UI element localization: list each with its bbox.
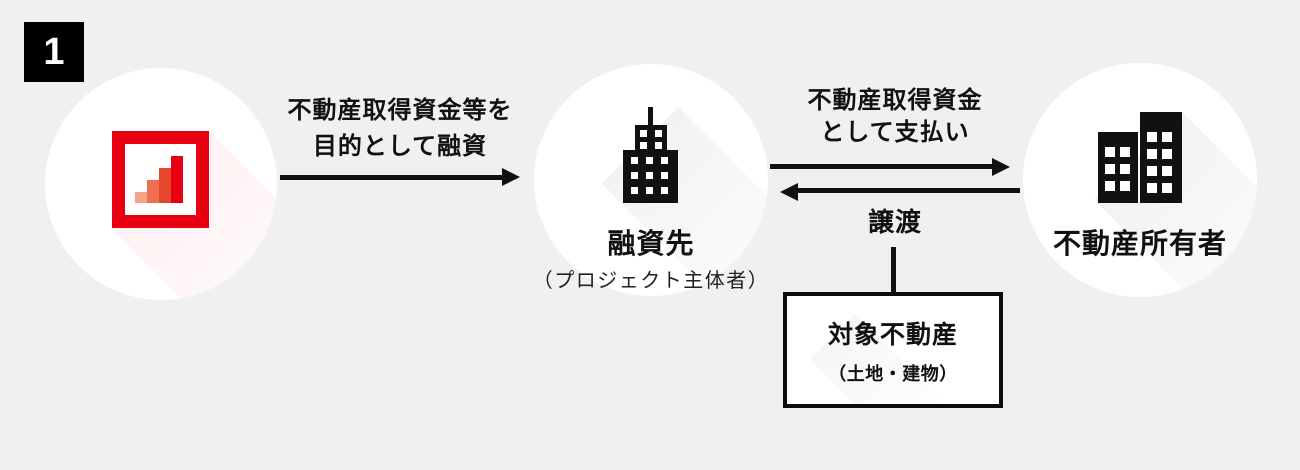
loan-arrowhead-icon <box>502 168 520 186</box>
building-base <box>623 150 678 203</box>
borrower-sublabel: （プロジェクト主体者） <box>532 270 770 292</box>
property-box: 対象不動産 （土地・建物） <box>783 292 1003 408</box>
owner-node-circle <box>1023 63 1257 297</box>
building-tower <box>635 125 667 150</box>
payment-arrow-label-line2: として支払い <box>820 119 970 146</box>
property-connector-line <box>891 247 896 293</box>
payment-arrow-label: 不動産取得資金 として支払い <box>777 85 1013 149</box>
borrower-node-circle <box>534 64 768 296</box>
payment-arrow-label-line1: 不動産取得資金 <box>807 87 983 114</box>
tall-building <box>1140 112 1182 203</box>
loan-arrow-label: 不動産取得資金等を 目的として融資 <box>282 93 518 165</box>
property-box-subtitle: （土地・建物） <box>828 363 958 384</box>
transfer-arrow-label: 譲渡 <box>867 207 922 237</box>
building-antenna <box>648 107 653 125</box>
property-box-title: 対象不動産 <box>827 320 958 349</box>
two-buildings-icon <box>1098 112 1182 203</box>
logo-bar-2 <box>147 180 159 203</box>
office-building-icon <box>623 107 678 203</box>
short-building <box>1098 132 1138 203</box>
step-number: 1 <box>43 30 65 73</box>
loan-arrow <box>280 175 504 180</box>
logo-bar-3 <box>159 168 171 203</box>
owner-label: 不動産所有者 <box>1052 228 1227 259</box>
loan-arrow-label-line2: 目的として融資 <box>312 133 488 160</box>
bar-chart-logo-icon <box>112 131 209 228</box>
step-number-badge: 1 <box>24 22 84 82</box>
transfer-arrow <box>798 188 1020 193</box>
borrower-label: 融資先 <box>607 228 695 259</box>
logo-bar-4 <box>171 156 183 203</box>
payment-arrowhead-icon <box>992 158 1010 176</box>
logo-bar-1 <box>135 192 147 203</box>
loan-arrow-label-line1: 不動産取得資金等を <box>287 97 513 124</box>
payment-arrow <box>770 164 994 169</box>
transfer-arrowhead-icon <box>780 183 798 201</box>
lender-node-circle <box>45 68 277 300</box>
